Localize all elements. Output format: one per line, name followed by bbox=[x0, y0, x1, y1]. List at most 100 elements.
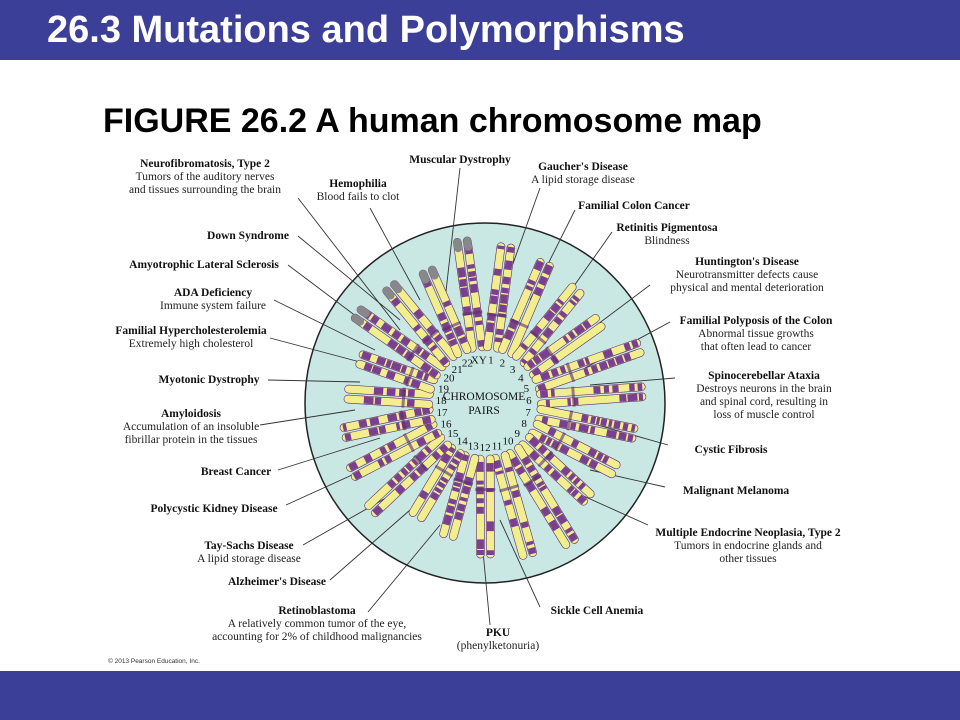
chromosome-band bbox=[395, 344, 407, 356]
chromosome-band bbox=[342, 423, 348, 432]
chromosome-band bbox=[553, 316, 563, 326]
chromosome-band bbox=[495, 328, 504, 336]
chromosome-band bbox=[476, 498, 484, 504]
chromosome-band bbox=[395, 422, 401, 431]
chromosome-band bbox=[371, 365, 382, 375]
chromosome-band bbox=[440, 452, 452, 464]
leader-line bbox=[267, 379, 361, 383]
chromosome-band bbox=[486, 550, 494, 555]
chromosome-band bbox=[486, 322, 495, 333]
slide-title: 26.3 Mutations and Polymorphisms bbox=[47, 9, 685, 51]
chromosome-pair bbox=[453, 236, 487, 353]
chromosome-band bbox=[613, 420, 621, 429]
chromosome-band bbox=[501, 287, 509, 294]
disease-name: Hemophilia bbox=[329, 178, 387, 190]
chromosome-band bbox=[526, 359, 536, 369]
chromosome-band bbox=[538, 433, 547, 443]
chromosome-band bbox=[590, 416, 597, 424]
chromosome-band bbox=[525, 284, 534, 292]
chromosome-band bbox=[416, 436, 427, 447]
chromosome-band bbox=[532, 355, 542, 365]
centromere bbox=[406, 343, 420, 362]
chromosome-band bbox=[454, 511, 464, 521]
chromosome-band bbox=[631, 339, 639, 349]
chromosome-band bbox=[461, 485, 471, 495]
centromere bbox=[545, 346, 560, 365]
centromere bbox=[565, 362, 576, 383]
chromosome-band bbox=[550, 368, 559, 377]
chromosome-band bbox=[363, 396, 374, 405]
chromosome-band bbox=[429, 344, 438, 352]
chromosome-band bbox=[439, 356, 449, 366]
chromosome-number: 16 bbox=[440, 418, 452, 430]
chromosome-band bbox=[570, 489, 579, 498]
chromosome-band bbox=[411, 458, 419, 466]
disease-description: Destroys neurons in the brain bbox=[696, 383, 832, 395]
chromosome-band bbox=[593, 386, 601, 394]
chromosome-band bbox=[572, 294, 580, 303]
centromere bbox=[402, 433, 415, 453]
chromosome-band bbox=[386, 479, 397, 489]
chromosome-band bbox=[447, 463, 457, 471]
chromosome-band bbox=[348, 461, 359, 472]
disease-label: Familial Polyposis of the ColonAbnormal … bbox=[680, 315, 833, 353]
chromosome-band bbox=[543, 309, 555, 322]
chromosome-band bbox=[498, 304, 507, 313]
centromere bbox=[441, 320, 462, 332]
chromosome-band bbox=[491, 288, 499, 296]
chromosome-band bbox=[588, 459, 599, 470]
chromosome-band bbox=[442, 514, 453, 526]
chromosome-band bbox=[429, 491, 440, 501]
chromosome-band bbox=[627, 393, 638, 402]
chromosome-band bbox=[386, 441, 397, 451]
chromosome bbox=[519, 289, 585, 367]
chromosome-number: 10 bbox=[502, 436, 514, 448]
chromosome-band bbox=[587, 447, 598, 458]
disease-description: Tumors in endocrine glands and bbox=[674, 540, 822, 552]
chromosome-band bbox=[410, 379, 421, 389]
centromere bbox=[462, 310, 483, 317]
leader-line bbox=[369, 207, 421, 301]
chromosome bbox=[485, 454, 495, 559]
chromosome-band bbox=[492, 459, 502, 470]
disease-name: Malignant Melanoma bbox=[683, 485, 790, 497]
chromosome-pair bbox=[512, 282, 585, 367]
chromosome-pair bbox=[528, 419, 621, 479]
leader-line bbox=[259, 409, 356, 426]
chromosome-band bbox=[468, 277, 477, 282]
chromosome-band bbox=[469, 283, 479, 294]
chromosome-number: 1 bbox=[488, 354, 494, 366]
chromosome-band bbox=[421, 416, 432, 425]
chromosome-band bbox=[562, 335, 570, 344]
chromosome-band bbox=[583, 367, 590, 376]
chromosome-band bbox=[545, 437, 553, 446]
chromosome-band bbox=[570, 439, 580, 449]
chromosome-band bbox=[511, 489, 521, 499]
chromosome-band bbox=[489, 295, 498, 305]
chromosome-pair bbox=[483, 242, 516, 353]
chromosome-band bbox=[439, 443, 449, 454]
chromosome-band bbox=[454, 450, 464, 460]
chromosome-band bbox=[559, 444, 570, 455]
chromosome-band bbox=[499, 294, 509, 305]
chromosome bbox=[390, 280, 458, 361]
disease-description: Neurotransmitter defects cause bbox=[676, 269, 818, 281]
disease-name: Down Syndrome bbox=[207, 230, 289, 242]
chromosome-band bbox=[602, 348, 614, 359]
leader-line bbox=[329, 509, 411, 581]
figure-title: FIGURE 26.2 A human chromosome map bbox=[103, 102, 762, 140]
disease-name: Amyloidosis bbox=[161, 408, 222, 420]
chromosome-band bbox=[576, 494, 587, 505]
disease-label: Muscular Dystrophy bbox=[409, 154, 511, 166]
chromosome-band bbox=[608, 419, 613, 428]
chromosome bbox=[491, 453, 528, 560]
chromosome-band bbox=[458, 336, 468, 345]
chromosome-pair bbox=[518, 433, 595, 506]
chromosome-band bbox=[568, 532, 578, 543]
disease-description: accounting for 2% of childhood malignanc… bbox=[212, 631, 422, 643]
chromosome-band bbox=[369, 416, 380, 426]
chromosome-band bbox=[413, 308, 425, 320]
